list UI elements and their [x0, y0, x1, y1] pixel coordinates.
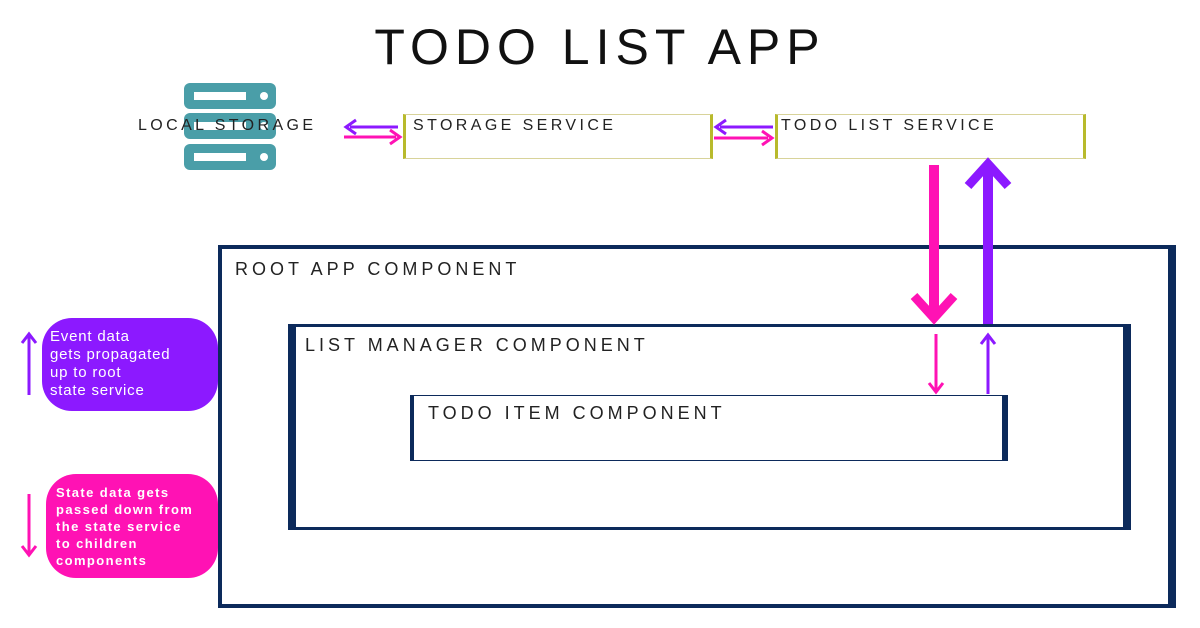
legend-state-line: components	[56, 553, 148, 568]
todo-list-service-box	[775, 114, 1086, 159]
todo-item-component-label: TODO ITEM COMPONENT	[428, 403, 726, 423]
todo-list-service-label: TODO LIST SERVICE	[781, 117, 998, 134]
arrow-storage-to-local-storage	[343, 118, 398, 136]
storage-service-box	[403, 114, 713, 159]
root-app-component-label: ROOT APP COMPONENT	[235, 259, 521, 279]
local-storage-label: LOCAL STORAGE	[138, 117, 317, 134]
todo-item-component-box	[410, 395, 1008, 461]
legend-state-line: to children	[56, 536, 138, 551]
legend-state-line: State data gets	[56, 485, 170, 500]
list-manager-component-label: LIST MANAGER COMPONENT	[305, 335, 649, 355]
legend-state-line: the state service	[56, 519, 182, 534]
legend-event-line: up to root	[50, 364, 122, 381]
arrow-storage-service-to-todo-service	[714, 129, 775, 147]
diagram-title: TODO LIST APP	[374, 19, 826, 75]
arrow-todo-service-to-storage-service	[713, 118, 773, 136]
legend-event-line: gets propagated	[50, 346, 171, 363]
storage-service-label: STORAGE SERVICE	[413, 117, 617, 134]
legend-event-data: Event data gets propagated up to root st…	[42, 318, 218, 411]
legend-event-arrow-up-icon	[20, 331, 38, 395]
legend-state-line: passed down from	[56, 502, 194, 517]
arrow-local-storage-to-storage	[344, 128, 403, 146]
legend-event-line: state service	[50, 382, 145, 399]
legend-state-data: State data gets passed down from the sta…	[46, 474, 218, 578]
legend-event-line: Event data	[50, 328, 130, 345]
legend-state-arrow-down-icon	[20, 494, 38, 558]
